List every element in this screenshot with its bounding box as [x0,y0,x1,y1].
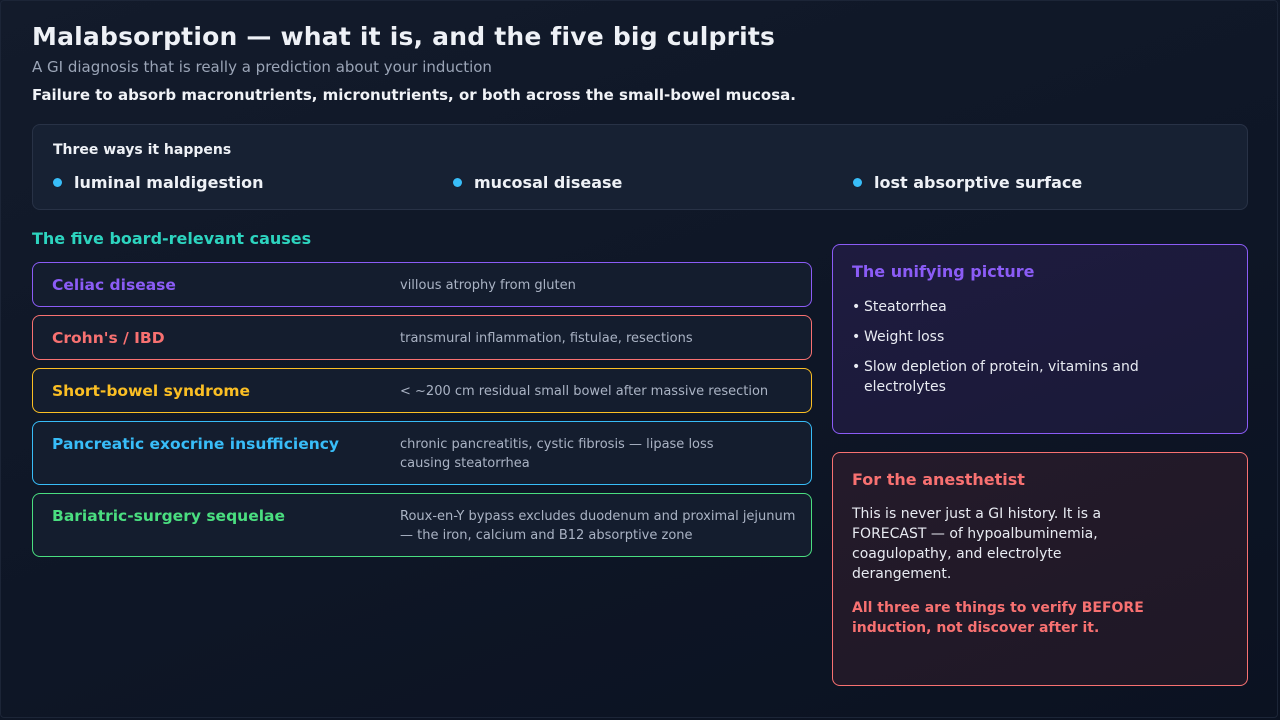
cause-name: Short-bowel syndrome [52,382,251,400]
unifying-title: The unifying picture [852,262,1035,281]
cause-card-celiac: Celiac disease villous atrophy from glut… [32,262,812,307]
mechanism-label: luminal maldigestion [74,173,264,192]
cause-card-bariatric: Bariatric-surgery sequelae Roux-en-Y byp… [32,493,812,557]
cause-description: Roux-en-Y bypass excludes duodenum and p… [400,509,796,543]
anesthetist-body: This is never just a GI history. It is a… [852,506,1102,582]
page-title: Malabsorption — what it is, and the five… [32,22,776,51]
anesthetist-alert: All three are things to verify BEFORE in… [852,600,1144,636]
definition-text: Failure to absorb macronutrients, micron… [32,86,796,104]
unifying-panel: The unifying picture •Steatorrhea •Weigh… [832,244,1248,434]
list-item: •Steatorrhea [852,299,947,315]
bullet-icon: • [852,299,861,315]
cause-name: Celiac disease [52,276,176,294]
mechanism-item: mucosal disease [453,173,622,192]
unifying-list: •Steatorrhea •Weight loss •Slow depletio… [852,297,1222,407]
cause-name: Pancreatic exocrine insufficiency [52,435,340,453]
cause-name: Bariatric-surgery sequelae [52,507,285,525]
anesthetist-title: For the anesthetist [852,470,1025,489]
cause-name: Crohn's / IBD [52,329,165,347]
bullet-dot-icon [53,178,62,187]
mechanisms-heading: Three ways it happens [53,142,232,158]
causes-heading: The five board-relevant causes [32,229,312,248]
list-item: •Weight loss [852,329,945,345]
mechanism-item: luminal maldigestion [53,173,264,192]
list-item: •Slow depletion of protein, vitamins and… [852,359,1139,395]
mechanism-label: lost absorptive surface [874,173,1083,192]
bullet-dot-icon [453,178,462,187]
bullet-dot-icon [853,178,862,187]
page-subtitle: A GI diagnosis that is really a predicti… [32,58,492,76]
bullet-icon: • [852,329,861,345]
cause-card-pancreatic: Pancreatic exocrine insufficiency chroni… [32,421,812,485]
mechanism-item: lost absorptive surface [853,173,1082,192]
mechanism-label: mucosal disease [474,173,623,192]
bullet-icon: • [852,359,861,375]
mechanisms-box: Three ways it happens luminal maldigesti… [32,124,1248,210]
cause-description: < ~200 cm residual small bowel after mas… [400,384,769,399]
cause-description: chronic pancreatitis, cystic fibrosis — … [400,437,714,471]
cause-description: transmural inflammation, fistulae, resec… [400,331,693,346]
cause-card-short-bowel: Short-bowel syndrome < ~200 cm residual … [32,368,812,413]
cause-card-crohns: Crohn's / IBD transmural inflammation, f… [32,315,812,360]
anesthetist-panel: For the anesthetist This is never just a… [832,452,1248,686]
cause-description: villous atrophy from gluten [400,278,576,293]
